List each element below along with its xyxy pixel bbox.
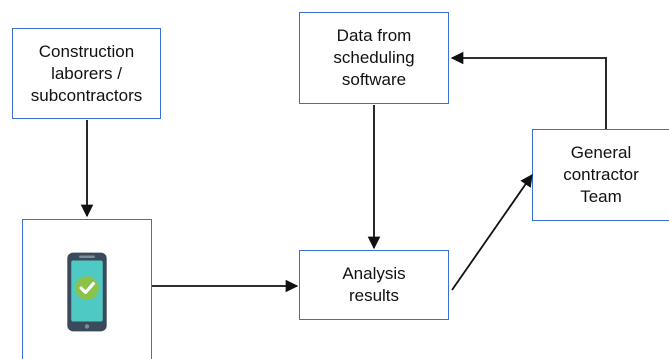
arrow-gc-to-software <box>450 51 607 129</box>
analysis-results-label: Analysis results <box>342 264 406 305</box>
laborers-node: Construction laborers / subcontractors <box>12 28 161 119</box>
laborers-label: Construction laborers / subcontractors <box>30 41 143 105</box>
phone-app-node <box>22 219 152 359</box>
connector-arrows <box>80 51 607 293</box>
scheduling-software-label: Data from scheduling software <box>333 26 415 89</box>
smartphone-checkmark-icon <box>67 252 107 332</box>
general-contractor-label: General contractor Team <box>563 143 639 206</box>
scheduling-software-node: Data from scheduling software <box>299 12 449 104</box>
arrow-analysis-to-gc <box>451 173 533 291</box>
analysis-results-node: Analysis results <box>299 250 449 320</box>
